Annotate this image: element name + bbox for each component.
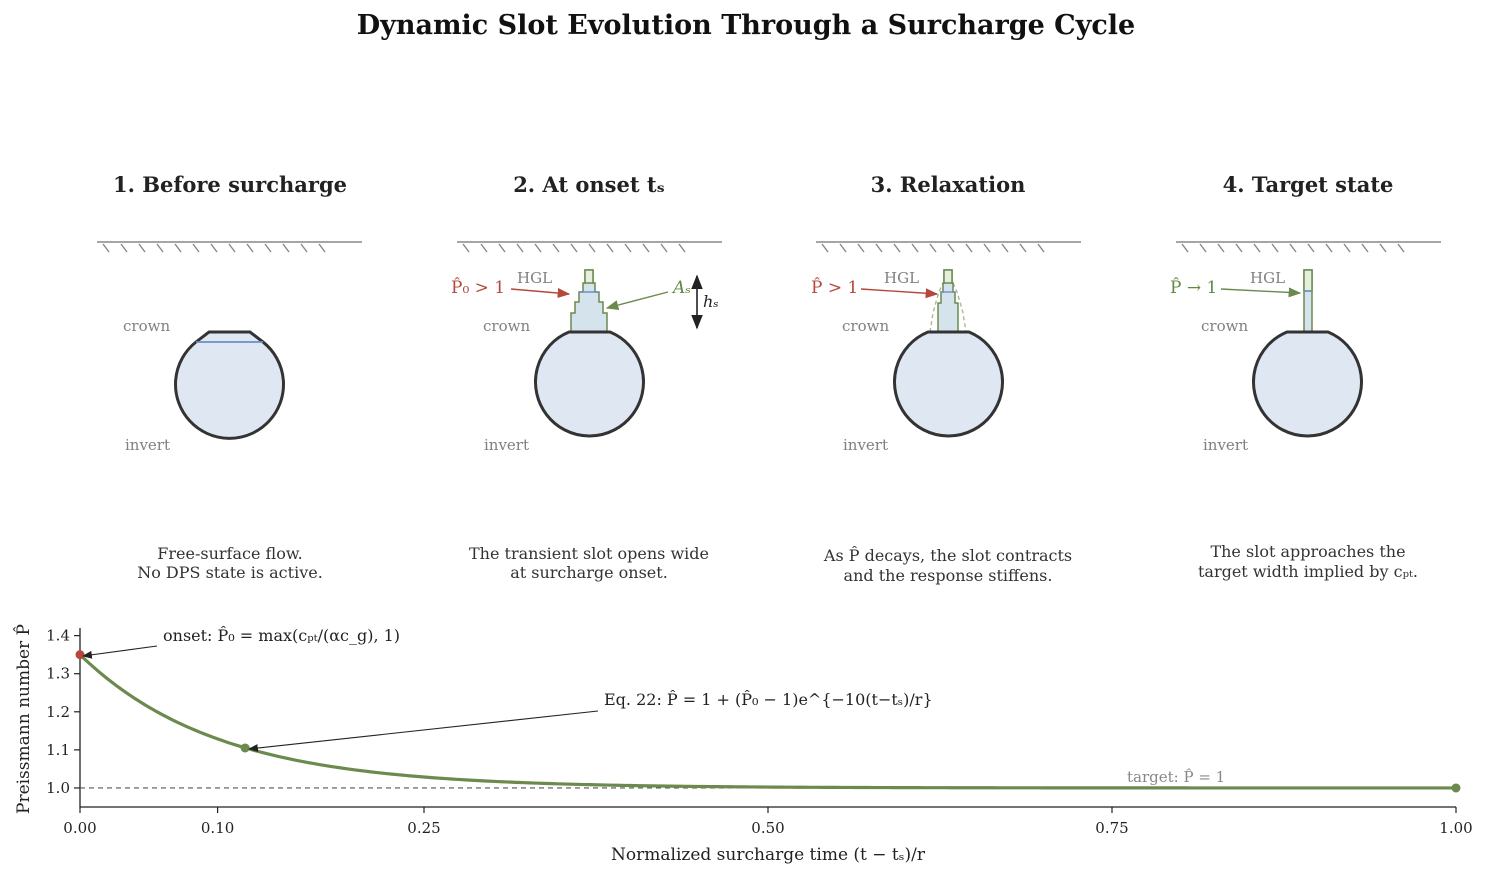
hgl-label: HGL	[517, 269, 552, 287]
slot-height-label: hₛ	[703, 292, 719, 311]
panel-at-onset: 2. At onset tₛ crown invert HGL P̂₀ > 1 …	[451, 172, 722, 582]
invert-label: invert	[125, 436, 170, 454]
hgl-label: HGL	[1250, 269, 1285, 287]
chart-axes	[79, 628, 1456, 808]
x-tick-label: 1.00	[1439, 819, 1472, 837]
equation-annotation: Eq. 22: P̂ = 1 + (P̂₀ − 1)e^{−10(t−tₛ)/r…	[604, 690, 933, 709]
slot-area-label: Aₛ	[671, 278, 691, 298]
hgl-arrow	[860, 288, 939, 299]
hgl-label: HGL	[884, 269, 919, 287]
pipe-cross-section	[174, 330, 285, 440]
panel-4-caption-line-2: target width implied by cₚₜ.	[1198, 562, 1418, 581]
curve-marker-2	[240, 743, 250, 753]
y-tick-label: 1.3	[46, 665, 70, 683]
y-axis-ticks: 1.0 1.1 1.2 1.3 1.4	[46, 627, 80, 797]
x-axis-ticks: 0.00 0.10 0.25 0.50 0.75 1.00	[63, 807, 1473, 837]
invert-label: invert	[484, 436, 529, 454]
contracting-slot	[937, 269, 959, 333]
hgl-arrow	[510, 288, 571, 299]
crown-label: crown	[842, 317, 889, 335]
panel-relaxation: 3. Relaxation crown invert HGL P̂ > 1 As…	[811, 172, 1081, 585]
y-tick-label: 1.0	[46, 779, 70, 797]
onset-annotation-arrow	[82, 645, 158, 659]
preissmann-decay-chart: 0.00 0.10 0.25 0.50 0.75 1.00 1.0 1.1 1.2 1.3 1.4…	[14, 624, 1473, 865]
y-tick-label: 1.4	[46, 627, 70, 645]
invert-label: invert	[843, 436, 888, 454]
target-annotation: target: P̂ = 1	[1127, 768, 1225, 786]
x-tick-label: 0.10	[201, 819, 234, 837]
relaxation-preissmann-label: P̂ > 1	[811, 278, 858, 298]
panel-3-caption-line-1: As P̂ decays, the slot contracts	[823, 546, 1072, 565]
x-tick-label: 0.75	[1095, 819, 1128, 837]
panel-4-caption-line-1: The slot approaches the	[1210, 542, 1405, 561]
panel-1-caption-line-1: Free-surface flow.	[157, 544, 302, 563]
hgl-arrow	[1220, 287, 1302, 298]
pipe-cross-section	[893, 330, 1004, 438]
onset-annotation: onset: P̂₀ = max(cₚₜ/(αc_g), 1)	[163, 626, 400, 645]
y-tick-label: 1.1	[46, 741, 70, 759]
panel-2-caption-line-1: The transient slot opens wide	[469, 544, 709, 563]
slot-area-arrow	[605, 291, 669, 310]
y-axis-label: Preissmann number P̂	[14, 624, 34, 814]
panel-3-caption-line-2: and the response stiffens.	[844, 566, 1053, 585]
x-axis-label: Normalized surcharge time (t − tₛ)/r	[611, 845, 926, 865]
crown-label: crown	[483, 317, 530, 335]
pipe-cross-section	[534, 330, 645, 438]
ground-surface	[457, 241, 722, 253]
panel-1-caption-line-2: No DPS state is active.	[137, 563, 323, 582]
panel-2-caption-line-2: at surcharge onset.	[510, 563, 668, 582]
x-tick-label: 0.50	[751, 819, 784, 837]
panel-4-title: 4. Target state	[1223, 172, 1394, 197]
equation-annotation-arrow	[248, 710, 599, 752]
curve-marker-3	[1451, 783, 1461, 793]
curve-marker-1	[75, 650, 85, 660]
transient-slot	[570, 269, 608, 333]
target-preissmann-label: P̂ → 1	[1170, 278, 1217, 298]
panel-target-state: 4. Target state crown invert HGL P̂ → 1 …	[1170, 172, 1441, 581]
decay-curve	[78, 653, 1456, 790]
panel-before-surcharge: 1. Before surcharge crown invert Free-su…	[97, 172, 362, 582]
y-tick-label: 1.2	[46, 703, 70, 721]
onset-preissmann-label: P̂₀ > 1	[451, 278, 505, 298]
panel-1-title: 1. Before surcharge	[113, 172, 347, 197]
ground-surface	[97, 241, 362, 253]
panel-2-title: 2. At onset tₛ	[513, 172, 665, 197]
previous-slot-outline	[929, 282, 967, 333]
panel-3-title: 3. Relaxation	[871, 172, 1026, 197]
crown-label: crown	[1201, 317, 1248, 335]
figure-title: Dynamic Slot Evolution Through a Surchar…	[357, 10, 1136, 41]
curve-markers	[75, 650, 1461, 793]
target-slot	[1303, 269, 1313, 333]
pipe-cross-section	[1252, 330, 1363, 438]
x-tick-label: 0.00	[63, 819, 96, 837]
ground-surface	[816, 241, 1081, 253]
ground-surface	[1176, 241, 1441, 253]
invert-label: invert	[1203, 436, 1248, 454]
x-tick-label: 0.25	[407, 819, 440, 837]
crown-label: crown	[123, 317, 170, 335]
